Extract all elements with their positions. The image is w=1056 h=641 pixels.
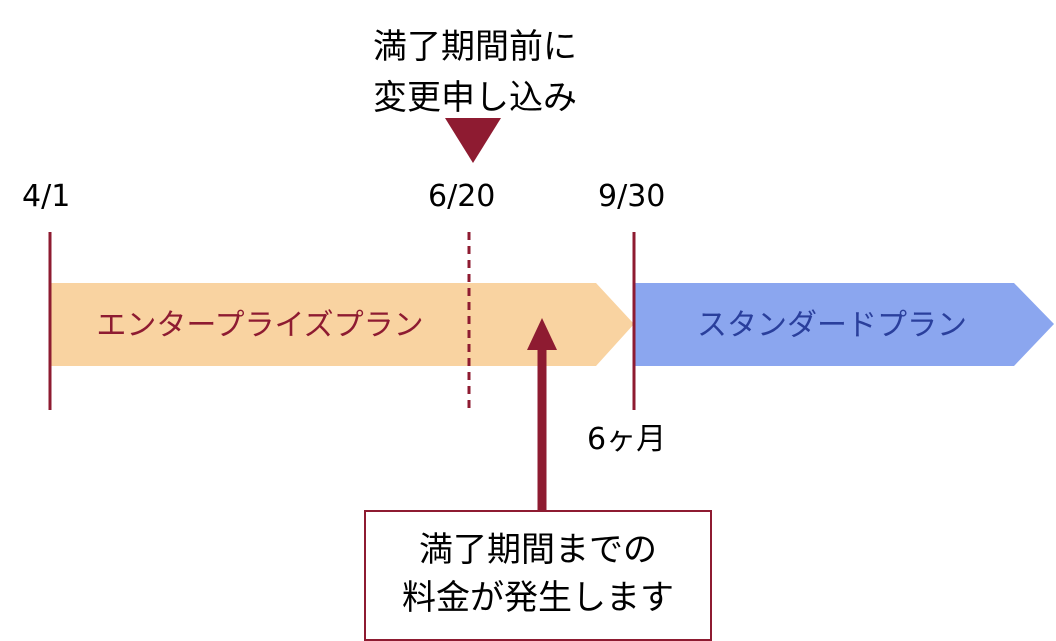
- charge-arrow-head: [527, 318, 557, 350]
- change-date-label: 6/20: [428, 179, 496, 214]
- next-plan-arrow: [634, 283, 1054, 366]
- charge-note-line1: 満了期間までの: [419, 530, 657, 570]
- start-date-label: 4/1: [22, 179, 71, 214]
- charge-note-line2: 料金が発生します: [402, 578, 674, 618]
- change-request-line2: 変更申し込み: [373, 78, 577, 118]
- change-request-line1: 満了期間前に: [373, 27, 577, 67]
- charge-note-callout: 満了期間までの 料金が発生します: [364, 510, 712, 641]
- current-plan-arrow: [50, 283, 634, 366]
- change-request-callout: 満了期間前に 変更申し込み: [300, 22, 650, 124]
- duration-label: 6ヶ月: [587, 422, 667, 457]
- change-request-marker: [445, 118, 501, 163]
- end-date-label: 9/30: [598, 179, 666, 214]
- next-plan-label: スタンダードプラン: [697, 308, 967, 343]
- current-plan-label: エンタープライズプラン: [96, 308, 423, 343]
